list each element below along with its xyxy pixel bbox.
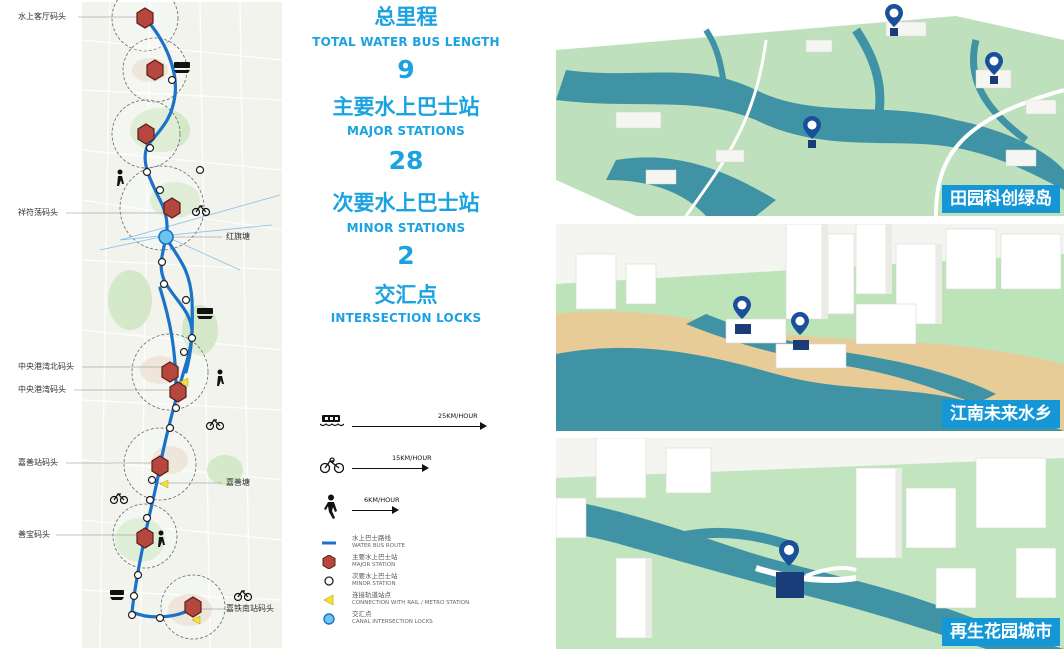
scene-green-island-graphic [556,4,1064,216]
pier-label-2: 祥符荡码头 [18,208,58,217]
arrow-right-icon [480,422,487,430]
pier-label-4: 中央港湾码头 [18,385,66,394]
speed-row-water-bus: 25KM/HOUR [320,408,490,438]
location-pin-icon [733,296,751,334]
total-length-title-en: TOTAL WATER BUS LENGTH [312,35,500,49]
legend-label-cn: 交汇点 [352,610,372,618]
scene-label-water-town: 江南未来水乡 [942,400,1060,428]
major-station-count: 9 [397,55,415,84]
boat-icon [320,415,344,427]
scene-green-island: 田园科创绿岛 [556,0,1064,216]
legend-label-en: MINOR STATION [352,581,396,587]
legend-label-cn: 连接轨道站点 [352,591,391,599]
scene-garden-city: 再生花园城市 [556,438,1064,649]
scene-water-town: 江南未来水乡 [556,224,1064,431]
minor-stations-title-cn: 次要水上巴士站 [332,191,480,215]
bicycle-icon [320,457,344,474]
route-map: 水上客厅码头 祥符荡码头 红旗塘 中央港湾北码头 中央港湾码头 嘉善站码头 嘉善… [0,0,290,663]
speed-row-bicycle: 15KM/HOUR [320,450,490,480]
route-line-icon [322,541,336,545]
boat-icon [110,590,124,600]
stats-panel: 总里程 TOTAL WATER BUS LENGTH 9 主要水上巴士站 MAJ… [300,0,512,340]
rail-connection-icon [323,594,334,606]
bicycle-icon [191,205,211,217]
legend-item-minor-station: 次要水上巴士站 MINOR STATION [322,572,522,592]
bicycle-icon [205,419,225,431]
legend-label-en: WATER BUS ROUTE [352,543,405,549]
boat-icon [197,308,213,319]
lock-count: 2 [397,241,415,270]
bicycle-icon [233,590,253,602]
legend-item-major-station: 主要水上巴士站 MAJOR STATION [322,553,522,573]
locks-title-en: INTERSECTION LOCKS [330,311,482,325]
pier-label-3: 中央港湾北码头 [18,362,74,371]
flow-lines [99,194,281,271]
canal-lock-marker [158,229,174,245]
leader-lines [56,16,225,610]
speed-bar-walking [352,510,392,511]
speed-label-walking: 6KM/HOUR [364,496,400,504]
legend-label-cn: 主要水上巴士站 [352,553,398,561]
legend-label-en: CANAL INTERSECTION LOCKS [352,619,433,625]
pier-label-7: 嘉铁南站码头 [226,604,274,613]
major-stations-title-en: MAJOR STATIONS [347,124,465,138]
legend-item-rail-connection: 连接轨道站点 CONNECTION WITH RAIL / METRO STAT… [322,591,522,611]
legend-label-cn: 次要水上巴士站 [352,572,398,580]
scene-water-town-graphic [556,224,1064,431]
location-pin-icon [791,312,809,350]
speed-label-water-bus: 25KM/HOUR [438,412,478,420]
scene-garden-city-graphic [556,438,1064,649]
pier-label-5: 嘉善站码头 [18,458,58,467]
scene-label-green-island: 田园科创绿岛 [942,185,1060,213]
legend-item-route: 水上巴士路线 WATER BUS ROUTE [322,534,522,554]
speed-bar-water-bus [352,426,480,427]
minor-station-count: 28 [388,146,424,175]
location-pin-icon [885,4,903,36]
lock-label-1: 红旗塘 [226,232,250,241]
minor-stations [127,75,205,623]
major-stations [136,7,202,618]
route-map-graphic [56,0,283,649]
bicycle-icon [109,493,129,505]
canal-lock-icon [323,613,335,625]
speed-bar-bicycle [352,468,422,469]
legend-item-canal-lock: 交汇点 CANAL INTERSECTION LOCKS [322,610,522,630]
locks-title-cn: 交汇点 [374,283,438,307]
legend-label-cn: 水上巴士路线 [352,534,391,542]
total-length-title-cn: 总里程 [374,5,438,29]
scene-label-garden-city: 再生花园城市 [942,618,1060,646]
pedestrian-icon [117,169,124,186]
speed-row-walking: 6KM/HOUR [320,492,490,522]
pedestrian-icon [158,530,165,547]
speed-label-bicycle: 15KM/HOUR [392,454,432,462]
pedestrian-icon [217,369,224,386]
map-mode-icons [110,62,224,600]
map-bike-icons [109,205,253,602]
pier-label-1: 水上客厅码头 [18,12,66,21]
location-pin-icon [985,52,1003,84]
location-pin-icon [776,540,804,598]
pier-label-6: 善宝码头 [18,530,50,539]
arrow-right-icon [422,464,429,472]
major-stations-title-cn: 主要水上巴士站 [332,95,480,119]
minor-station-icon [324,576,334,586]
legend-label-en: CONNECTION WITH RAIL / METRO STATION [352,600,470,606]
major-station-icon [322,555,336,569]
lock-label-2: 嘉善塘 [226,478,250,487]
pedestrian-icon [324,494,337,519]
minor-stations-title-en: MINOR STATIONS [346,221,466,235]
legend-label-en: MAJOR STATION [352,562,396,568]
arrow-right-icon [392,506,399,514]
location-pin-icon [803,116,821,148]
boat-icon [174,62,190,73]
